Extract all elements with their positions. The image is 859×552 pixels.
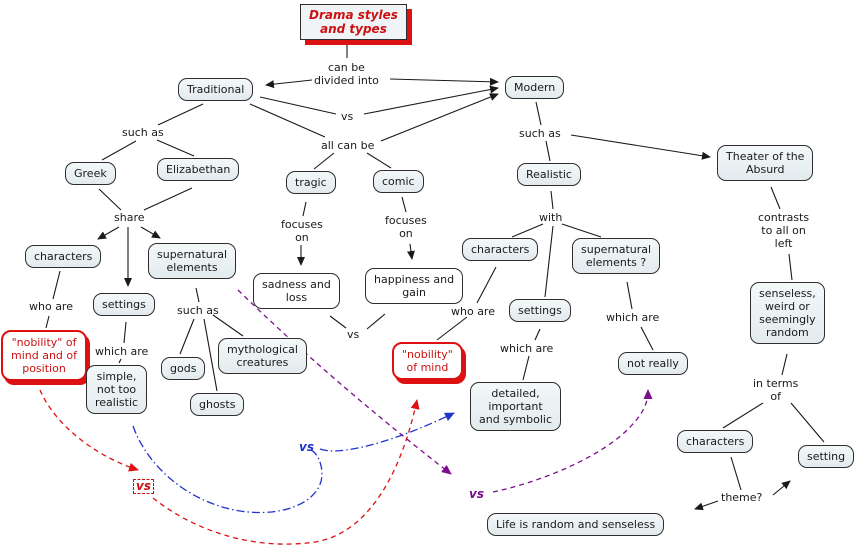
red-vs-link (39, 389, 420, 545)
link-label-such-as-traditional[interactable]: such as (122, 126, 164, 139)
node-nobility-of-mind[interactable]: "nobility" of mind (392, 342, 463, 380)
node-traditional[interactable]: Traditional (178, 78, 254, 101)
node-mythological-creatures[interactable]: mythological creatures (218, 338, 307, 374)
link-label-which-are-settings[interactable]: which are (500, 342, 554, 355)
node-tragic[interactable]: tragic (286, 171, 336, 194)
link-label-vs-middle[interactable]: vs (347, 328, 360, 341)
link-label-share[interactable]: share (114, 211, 145, 224)
link-label-which-are-supernatural[interactable]: which are (606, 311, 660, 324)
node-simple-not-too-realistic[interactable]: simple, not too realistic (86, 365, 148, 414)
link-label-who-are-traditional[interactable]: who are (29, 300, 73, 313)
node-nobility-mind-position[interactable]: "nobility" of mind and of position (1, 330, 88, 381)
node-characters-realistic[interactable]: characters (462, 238, 539, 261)
node-greek[interactable]: Greek (65, 162, 116, 185)
node-settings-traditional[interactable]: settings (93, 293, 155, 316)
node-life-is-random[interactable]: Life is random and senseless (487, 513, 665, 536)
link-label-theme[interactable]: theme? (721, 491, 763, 504)
link-label-vs-purple[interactable]: vs (469, 487, 484, 501)
node-settings-realistic[interactable]: settings (509, 299, 571, 322)
link-label-vs-top[interactable]: vs (341, 110, 354, 123)
node-characters-absurd[interactable]: characters (677, 430, 754, 453)
node-theater-of-the-absurd[interactable]: Theater of the Absurd (717, 145, 814, 181)
link-label-which-are-traditional[interactable]: which are (95, 345, 149, 358)
node-comic[interactable]: comic (373, 170, 424, 193)
link-label-all-can-be[interactable]: all can be (321, 139, 375, 152)
node-senseless-weird-random[interactable]: senseless, weird or seemingly random (750, 282, 825, 344)
link-label-such-as-supernatural[interactable]: such as (177, 304, 219, 317)
link-label-focuses-on-tragic[interactable]: focuses on (281, 218, 323, 244)
node-realistic[interactable]: Realistic (517, 163, 581, 186)
node-setting-absurd[interactable]: setting (798, 445, 855, 468)
node-detailed-important-symbolic[interactable]: detailed, important and symbolic (470, 382, 562, 431)
node-drama-styles-title[interactable]: Drama styles and types (300, 4, 407, 40)
black-connectors (45, 39, 825, 511)
node-ghosts[interactable]: ghosts (190, 393, 245, 416)
link-label-focuses-on-comic[interactable]: focuses on (385, 214, 427, 240)
node-gods[interactable]: gods (161, 357, 206, 380)
link-label-with[interactable]: with (539, 211, 563, 224)
node-not-really[interactable]: not really (618, 352, 688, 375)
node-elizabethan[interactable]: Elizabethan (157, 158, 240, 181)
link-label-in-terms-of[interactable]: in terms of (753, 377, 799, 403)
purple-vs-link (237, 289, 653, 493)
node-supernatural-elements-question[interactable]: supernatural elements ? (572, 238, 661, 274)
link-label-vs-red[interactable]: vs (133, 479, 154, 494)
link-label-contrasts-to-all-on-left[interactable]: contrasts to all on left (758, 211, 810, 250)
link-label-vs-blue[interactable]: vs (299, 440, 314, 454)
link-label-can-be-divided-into[interactable]: can be divided into (314, 61, 379, 87)
link-label-such-as-modern[interactable]: such as (519, 127, 561, 140)
link-label-who-are-realistic[interactable]: who are (451, 305, 495, 318)
node-modern[interactable]: Modern (505, 76, 565, 99)
node-characters-traditional[interactable]: characters (25, 245, 102, 268)
blue-vs-link (132, 412, 455, 514)
node-sadness-and-loss[interactable]: sadness and loss (253, 273, 340, 309)
node-happiness-and-gain[interactable]: happiness and gain (365, 268, 464, 304)
node-supernatural-elements[interactable]: supernatural elements (148, 243, 237, 279)
